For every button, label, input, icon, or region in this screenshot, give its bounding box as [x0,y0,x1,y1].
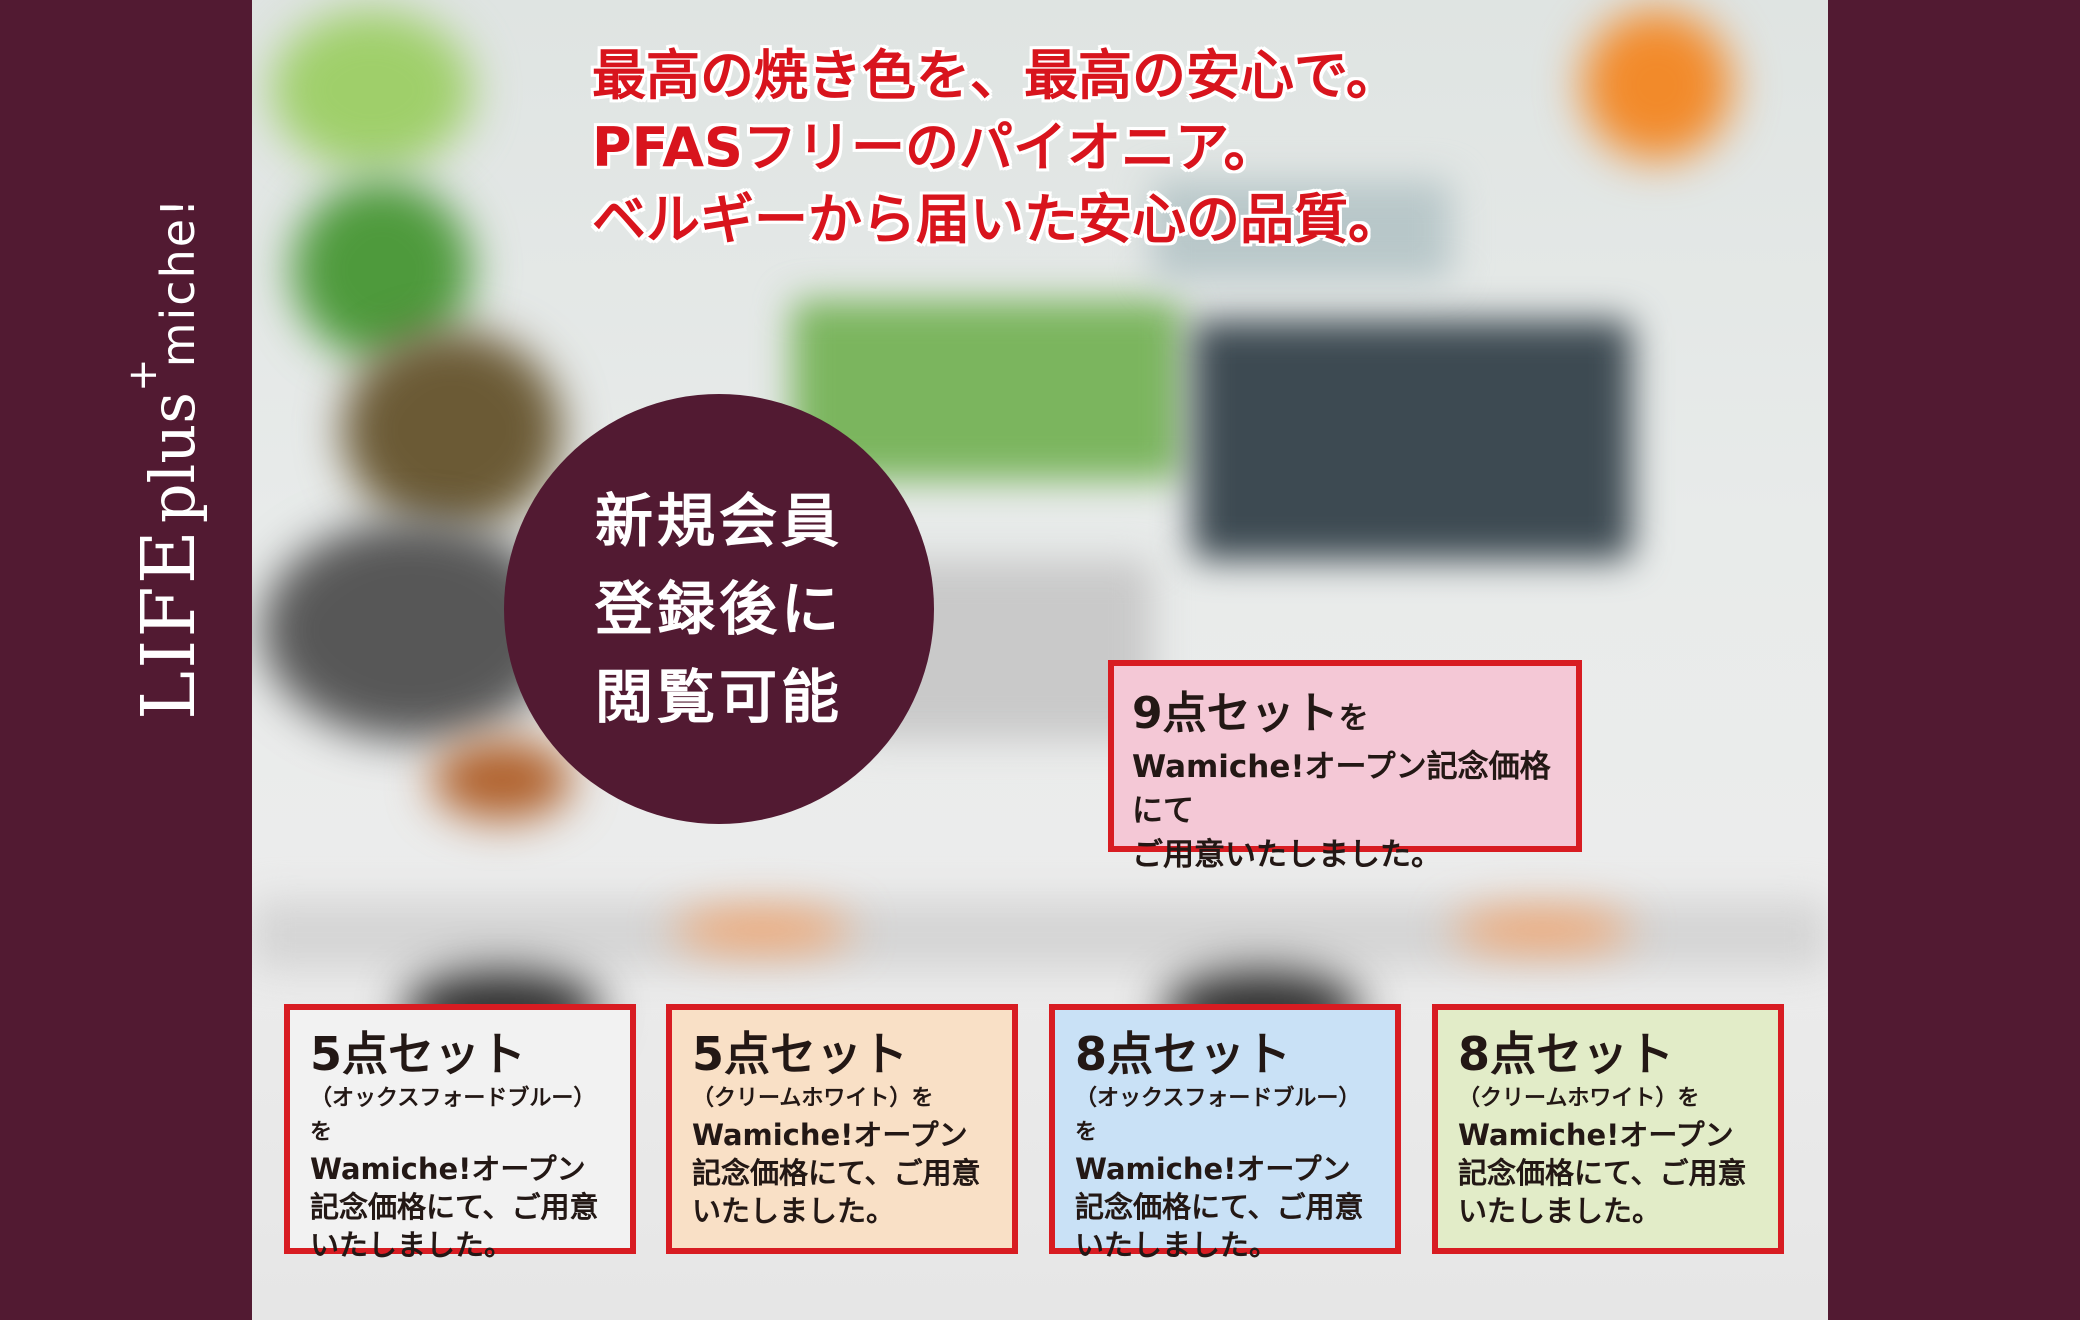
blur-shape [1192,320,1632,560]
blur-shape [672,910,852,950]
card-text: いたしました。 [1458,1194,1662,1228]
card-text: Wamiche!オープン [1075,1152,1351,1186]
brand-plus-mark: + [120,358,166,392]
card-text: 記念価格にて、ご用意 [692,1156,981,1190]
brand-plus: plus [136,391,209,524]
headline-line: ベルギーから届いた安心の品質。 [592,188,1402,251]
brand-life: LIFE [126,528,212,720]
card-text: 記念価格にて、ご用意 [310,1190,599,1224]
brand-logo-left: LIFE plus+ miche! [120,196,212,721]
card-title: 5点セット [310,1027,527,1081]
promo-card: 5点セット （クリームホワイト）を Wamiche!オープン 記念価格にて、ご用… [666,1004,1018,1254]
badge-line: 登録後に [594,575,843,643]
promo-9-set: 9点セットを Wamiche!オープン記念価格にて ご用意いたしました。 [1108,660,1582,873]
headline-line: PFASフリーのパイオニア。 [592,116,1278,179]
promo-card: 8点セット （オックスフォードブルー）を Wamiche!オープン 記念価格にて… [1049,1004,1401,1262]
card-text: 記念価格にて、ご用意 [1075,1190,1364,1224]
card-variant: （クリームホワイト）を [1458,1086,1700,1111]
promo-card: 5点セット （オックスフォードブルー）を Wamiche!オープン 記念価格にて… [284,1004,636,1262]
card-title: 8点セット [1075,1027,1292,1081]
blur-shape [1452,910,1632,950]
promo-text: ご用意いたしました。 [1132,837,1442,873]
blurred-product-preview: 最高の焼き色を、最高の安心で。 PFASフリーのパイオニア。 ベルギーから届いた… [252,0,1828,1320]
blur-shape [432,740,572,820]
card-text: Wamiche!オープン [310,1152,586,1186]
card-text: いたしました。 [310,1228,514,1262]
blur-shape [1582,10,1732,160]
right-sidebar: LIFE plus+ miche! [1828,0,2080,1320]
card-title: 5点セット [692,1027,909,1081]
badge-line: 閲覧可能 [594,663,843,731]
promo-text: Wamiche!オープン記念価格にて [1132,749,1551,829]
card-variant: （オックスフォードブルー）を [310,1086,596,1145]
blur-shape [342,330,562,530]
promo-card: 8点セット （クリームホワイト）を Wamiche!オープン 記念価格にて、ご用… [1432,1004,1784,1254]
card-text: Wamiche!オープン [1458,1118,1734,1152]
headline: 最高の焼き色を、最高の安心で。 PFASフリーのパイオニア。 ベルギーから届いた… [592,40,1402,256]
blur-shape [272,10,472,170]
badge-line: 新規会員 [594,487,843,555]
card-text: Wamiche!オープン [692,1118,968,1152]
card-variant: （クリームホワイト）を [692,1086,934,1111]
headline-line: 最高の焼き色を、最高の安心で。 [592,44,1400,107]
left-sidebar: LIFE plus+ miche! [0,0,252,1320]
card-title: 8点セット [1458,1027,1675,1081]
members-only-badge: 新規会員 登録後に 閲覧可能 [504,394,934,824]
card-text: いたしました。 [1075,1228,1279,1262]
card-text: いたしました。 [692,1194,896,1228]
promo-particle: を [1338,701,1369,736]
card-variant: （オックスフォードブルー）を [1075,1086,1361,1145]
promo-title: 9点セット [1132,688,1339,739]
blur-shape [1152,180,1452,280]
card-text: 記念価格にて、ご用意 [1458,1156,1747,1190]
brand-miche: miche! [151,196,205,368]
